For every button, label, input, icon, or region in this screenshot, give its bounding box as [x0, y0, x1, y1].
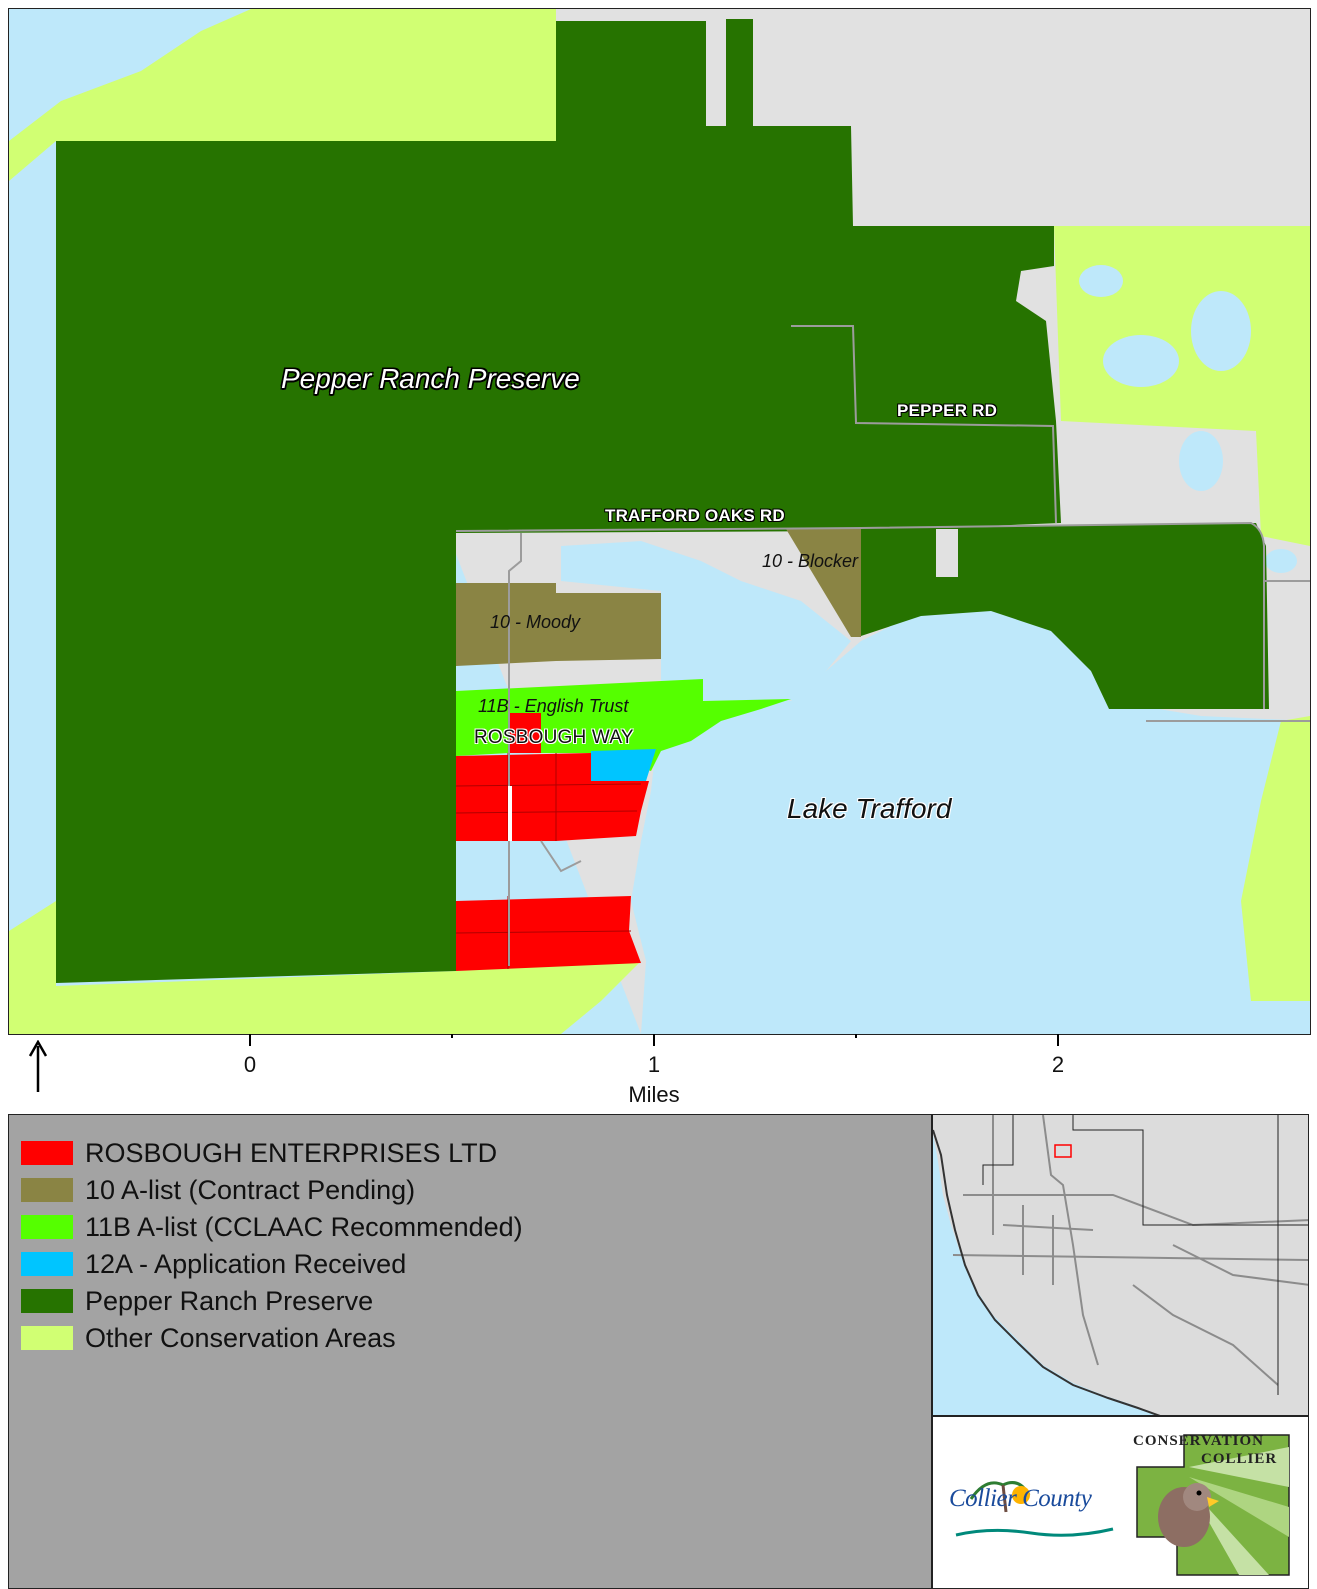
other-conservation-east	[1241, 716, 1310, 1001]
rosbough-way-label: ROSBOUGH WAY	[474, 727, 634, 748]
parcel-application[interactable]	[591, 749, 656, 781]
collier-county-logo-icon	[955, 1481, 1114, 1537]
legend-label: 12A - Application Received	[85, 1248, 407, 1279]
inset-roads	[952, 1115, 1308, 1386]
legend-item-cclaac: 11B A-list (CCLAAC Recommended)	[21, 1212, 523, 1242]
legend-swatch	[21, 1141, 73, 1165]
parcel-rosbough-south[interactable]	[456, 896, 641, 971]
legend-item-other-conservation: Other Conservation Areas	[21, 1323, 396, 1353]
pond	[1103, 335, 1179, 387]
locator-inset-map	[932, 1114, 1309, 1416]
other-conservation-northeast	[1054, 226, 1310, 546]
pond	[1265, 549, 1297, 573]
pepper-rd-label: PEPPER RD	[897, 401, 998, 420]
conservation-collier-logo-icon	[1129, 1427, 1293, 1579]
pepper-ranch-preserve-east[interactable]	[861, 523, 1269, 709]
inset-land	[933, 1115, 1308, 1415]
legend-item-application: 12A - Application Received	[21, 1249, 406, 1279]
lake-trafford-label: Lake Trafford	[787, 793, 952, 824]
pond	[1079, 265, 1123, 297]
other-conservation-southwest	[9, 901, 641, 1034]
legend-item-preserve: Pepper Ranch Preserve	[21, 1286, 373, 1316]
parcel-rosbough-north[interactable]	[508, 713, 541, 753]
moody-label: 10 - Moody	[490, 612, 581, 632]
scale-bar	[249, 1034, 1059, 1046]
scale-tick-0: 0	[243, 1052, 257, 1077]
inset-coastline	[933, 1129, 1161, 1415]
preserve-label: Pepper Ranch Preserve	[281, 363, 580, 394]
lake-trafford	[601, 606, 1310, 1034]
legend-label: 10 A-list (Contract Pending)	[85, 1174, 416, 1205]
logo-panel: Collier County CONSERVATION COLLIER	[932, 1416, 1309, 1589]
legend-swatch	[21, 1215, 73, 1239]
parcel-moody[interactable]	[456, 583, 661, 666]
map-frame[interactable]: Pepper Ranch Preserve PEPPER RD TRAFFORD…	[8, 8, 1311, 1035]
blocker-label: 10 - Blocker	[762, 551, 859, 571]
roads	[455, 325, 1310, 966]
road-gap	[508, 786, 512, 841]
conservation-collier-line2: COLLIER	[1201, 1451, 1278, 1467]
legend-swatch	[21, 1326, 73, 1350]
legend-item-rosbough: ROSBOUGH ENTERPRISES LTD	[21, 1138, 497, 1168]
other-conservation-northwest	[9, 9, 556, 181]
lake-inlet	[561, 541, 851, 701]
pond	[1179, 431, 1223, 491]
pond	[1191, 291, 1251, 371]
parcel-blocker[interactable]	[786, 529, 861, 637]
legend-label: Pepper Ranch Preserve	[85, 1285, 374, 1316]
english-trust-label: 11B - English Trust	[478, 696, 629, 716]
inset-boundaries	[982, 1115, 1308, 1395]
map-canvas	[9, 9, 1310, 1034]
legend-swatch	[21, 1178, 73, 1202]
scale-unit: Miles	[628, 1082, 680, 1107]
parcel-rosbough-middle[interactable]	[456, 753, 649, 841]
legend-label: ROSBOUGH ENTERPRISES LTD	[85, 1137, 498, 1168]
west-water	[9, 9, 261, 961]
legend-swatch	[21, 1252, 73, 1276]
inset-study-area-marker	[1054, 1144, 1072, 1158]
legend-label: 11B A-list (CCLAAC Recommended)	[85, 1211, 523, 1242]
trafford-oaks-rd-label: TRAFFORD OAKS RD	[605, 506, 785, 525]
legend-swatch	[21, 1289, 73, 1313]
scale-tick-1: 1	[647, 1052, 661, 1077]
conservation-collier-line1: CONSERVATION	[1133, 1433, 1264, 1449]
legend-label: Other Conservation Areas	[85, 1322, 396, 1353]
pepper-ranch-preserve[interactable]	[56, 19, 1061, 983]
legend: ROSBOUGH ENTERPRISES LTD 10 A-list (Cont…	[8, 1114, 932, 1589]
preserve-notch	[936, 529, 958, 577]
inset-map-canvas	[933, 1115, 1308, 1415]
scale-tick-2: 2	[1051, 1052, 1065, 1077]
north-arrow-icon	[28, 1040, 48, 1092]
collier-county-logo-text: Collier County	[949, 1485, 1092, 1512]
legend-item-contract-pending: 10 A-list (Contract Pending)	[21, 1175, 415, 1205]
